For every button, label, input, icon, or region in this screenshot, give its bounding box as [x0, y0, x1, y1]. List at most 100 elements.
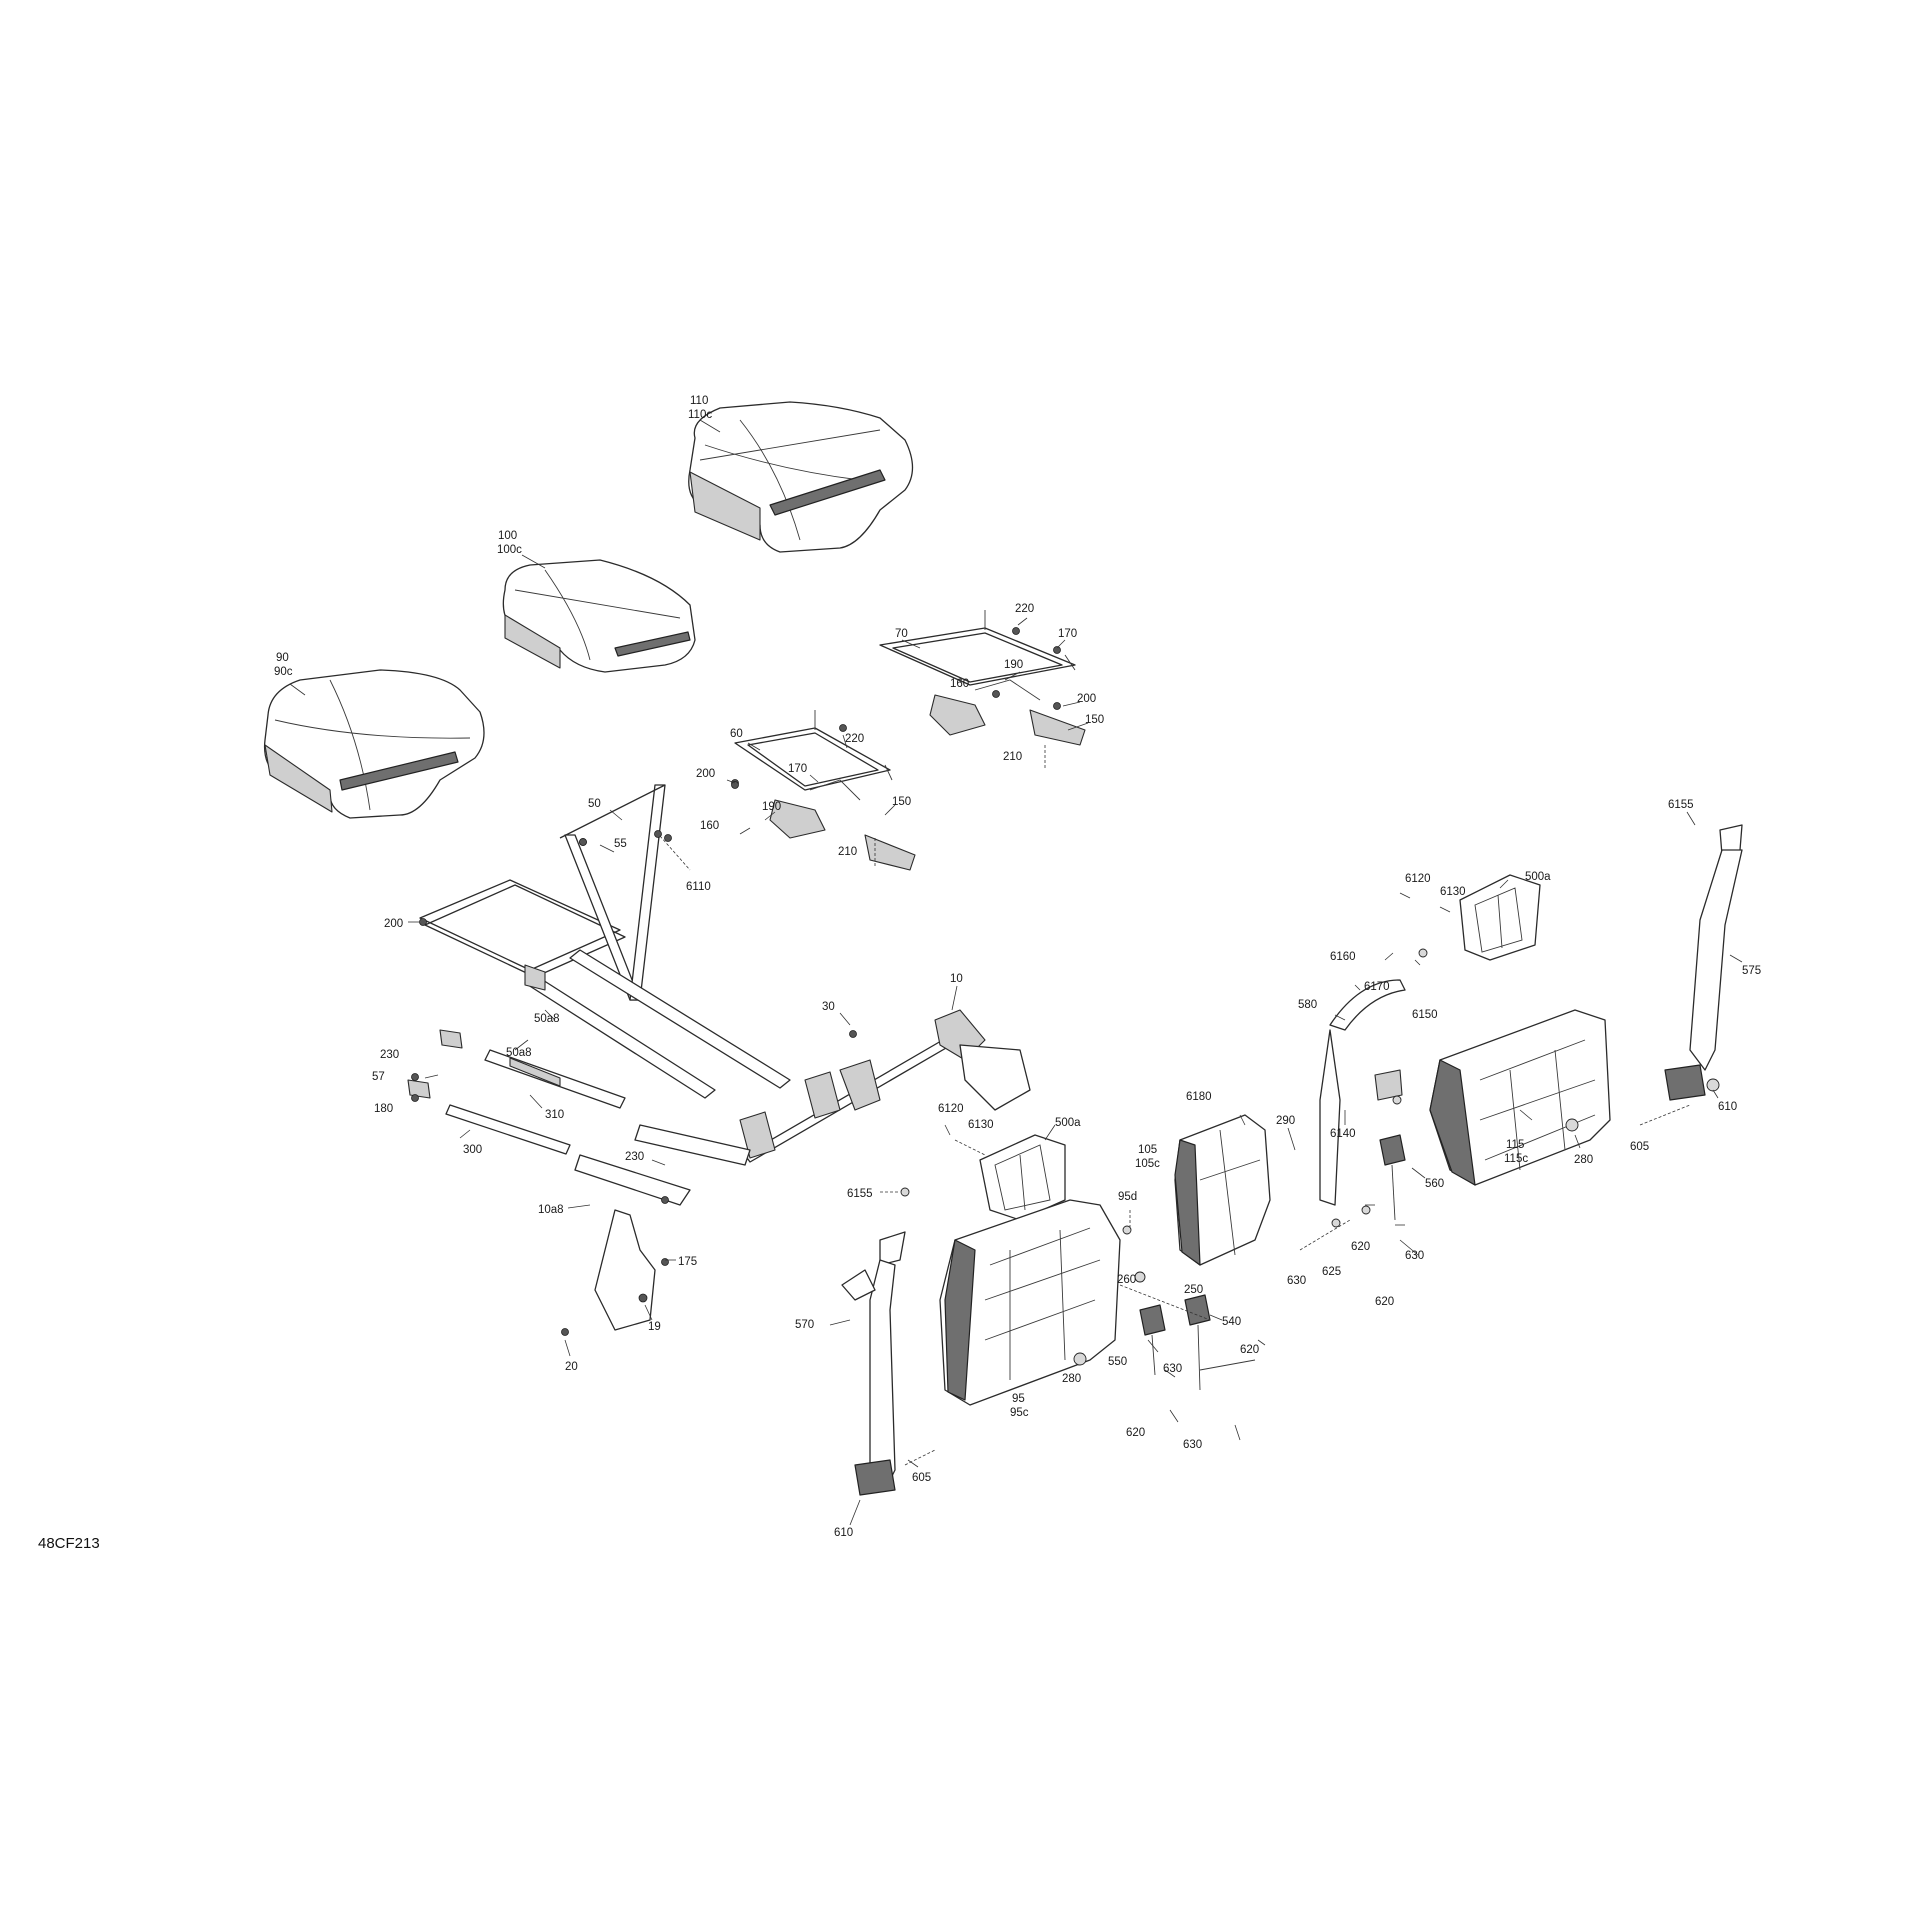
callout-610: 610 — [1718, 1101, 1737, 1113]
callout-110: 110 — [690, 395, 708, 407]
callout-110c: 110c — [688, 409, 712, 421]
seat-belt-570 — [841, 1231, 906, 1496]
callout-57: 57 — [372, 1071, 385, 1083]
callout-10a8: 10a8 — [538, 1204, 564, 1216]
callout-290: 290 — [1276, 1115, 1295, 1127]
buckle-540 — [1184, 1294, 1256, 1391]
callout-6180: 6180 — [1186, 1091, 1212, 1103]
callout-230: 230 — [625, 1151, 644, 1163]
callout-630: 630 — [1183, 1439, 1202, 1451]
callout-310: 310 — [545, 1109, 564, 1121]
callout-20: 20 — [565, 1361, 578, 1373]
callout-150: 150 — [892, 796, 911, 808]
callout-200: 200 — [696, 768, 715, 780]
callout-50: 50 — [588, 798, 601, 810]
callout-60: 60 — [730, 728, 743, 740]
callout-190: 190 — [1004, 659, 1023, 671]
seat-frame-60 — [734, 710, 916, 871]
callout-560: 560 — [1425, 1178, 1444, 1190]
callout-630: 630 — [1405, 1250, 1424, 1262]
fasteners — [411, 627, 1720, 1366]
callout-160: 160 — [950, 678, 969, 690]
callout-150: 150 — [1085, 714, 1104, 726]
callout-570: 570 — [795, 1319, 814, 1331]
callout-6170: 6170 — [1364, 981, 1390, 993]
callout-6160: 6160 — [1330, 951, 1356, 963]
callout-300: 300 — [463, 1144, 482, 1156]
callout-160: 160 — [700, 820, 719, 832]
callout-620: 620 — [1351, 1241, 1370, 1253]
callout-95d: 95d — [1118, 1191, 1137, 1203]
callout-220: 220 — [845, 733, 864, 745]
seat-cushion-90 — [263, 669, 485, 819]
callout-620: 620 — [1240, 1344, 1259, 1356]
buckle-560 — [1379, 1134, 1406, 1221]
callout-100: 100 — [498, 530, 517, 542]
callout-630: 630 — [1287, 1275, 1306, 1287]
callout-50a8: 50a8 — [506, 1047, 532, 1059]
seat-belt-575 — [1664, 824, 1743, 1101]
callout-550: 550 — [1108, 1356, 1127, 1368]
front-crossbeam-10 — [574, 1009, 1031, 1331]
callout-540: 540 — [1222, 1316, 1241, 1328]
callout-6140: 6140 — [1330, 1128, 1356, 1140]
callout-6130: 6130 — [968, 1119, 994, 1131]
backrest-115 — [1429, 1009, 1611, 1186]
callout-6155: 6155 — [1668, 799, 1694, 811]
callout-10: 10 — [950, 973, 963, 985]
callout-105c: 105c — [1135, 1158, 1160, 1170]
callout-230: 230 — [380, 1049, 399, 1061]
callout-200: 200 — [384, 918, 403, 930]
callout-190: 190 — [762, 801, 781, 813]
seat-belt-580 — [1319, 979, 1406, 1206]
backrest-105 — [1174, 1114, 1271, 1266]
leader-lines — [289, 419, 1743, 1526]
callout-labels: 110 110c 100 100c 90 90c 70 220 170 190 … — [274, 395, 1761, 1539]
callout-55: 55 — [614, 838, 627, 850]
frame-50 — [419, 784, 791, 1099]
callout-210: 210 — [838, 846, 857, 858]
seat-cushion-110 — [688, 401, 914, 553]
drawing-reference-number: 48CF213 — [38, 1535, 100, 1552]
callout-6130: 6130 — [1440, 886, 1466, 898]
callout-620: 620 — [1375, 1296, 1394, 1308]
seat-frame-70 — [879, 610, 1086, 746]
backrest-95 — [939, 1199, 1121, 1406]
callout-620: 620 — [1126, 1427, 1145, 1439]
callout-170: 170 — [1058, 628, 1077, 640]
callout-605: 605 — [1630, 1141, 1649, 1153]
callout-70: 70 — [895, 628, 908, 640]
callout-19: 19 — [648, 1321, 661, 1333]
seat-cushion-100 — [502, 559, 696, 673]
callout-280: 280 — [1062, 1373, 1081, 1385]
callout-210: 210 — [1003, 751, 1022, 763]
callout-280: 280 — [1574, 1154, 1593, 1166]
callout-6150: 6150 — [1412, 1009, 1438, 1021]
callout-575: 575 — [1742, 965, 1761, 977]
callout-6120: 6120 — [1405, 873, 1431, 885]
slide-rail-310 — [439, 1029, 626, 1109]
backrest-pad-500a-left — [979, 1134, 1066, 1221]
callout-630: 630 — [1163, 1363, 1182, 1375]
callout-625: 625 — [1322, 1266, 1341, 1278]
callout-220: 220 — [1015, 603, 1034, 615]
slide-rail-300 — [407, 1079, 571, 1155]
callout-90c: 90c — [274, 666, 293, 678]
callout-105: 105 — [1138, 1144, 1157, 1156]
callout-95: 95 — [1012, 1393, 1025, 1405]
callout-250: 250 — [1184, 1284, 1203, 1296]
callout-100c: 100c — [497, 544, 522, 556]
callout-50a8: 50a8 — [534, 1013, 560, 1025]
callout-610: 610 — [834, 1527, 853, 1539]
callout-260: 260 — [1117, 1274, 1136, 1286]
callout-6120: 6120 — [938, 1103, 964, 1115]
callout-500a: 500a — [1055, 1117, 1081, 1129]
backrest-pad-500a-right — [1459, 874, 1541, 961]
callout-580: 580 — [1298, 999, 1317, 1011]
callout-500a: 500a — [1525, 871, 1551, 883]
callout-170: 170 — [788, 763, 807, 775]
callout-95c: 95c — [1010, 1407, 1029, 1419]
callout-180: 180 — [374, 1103, 393, 1115]
